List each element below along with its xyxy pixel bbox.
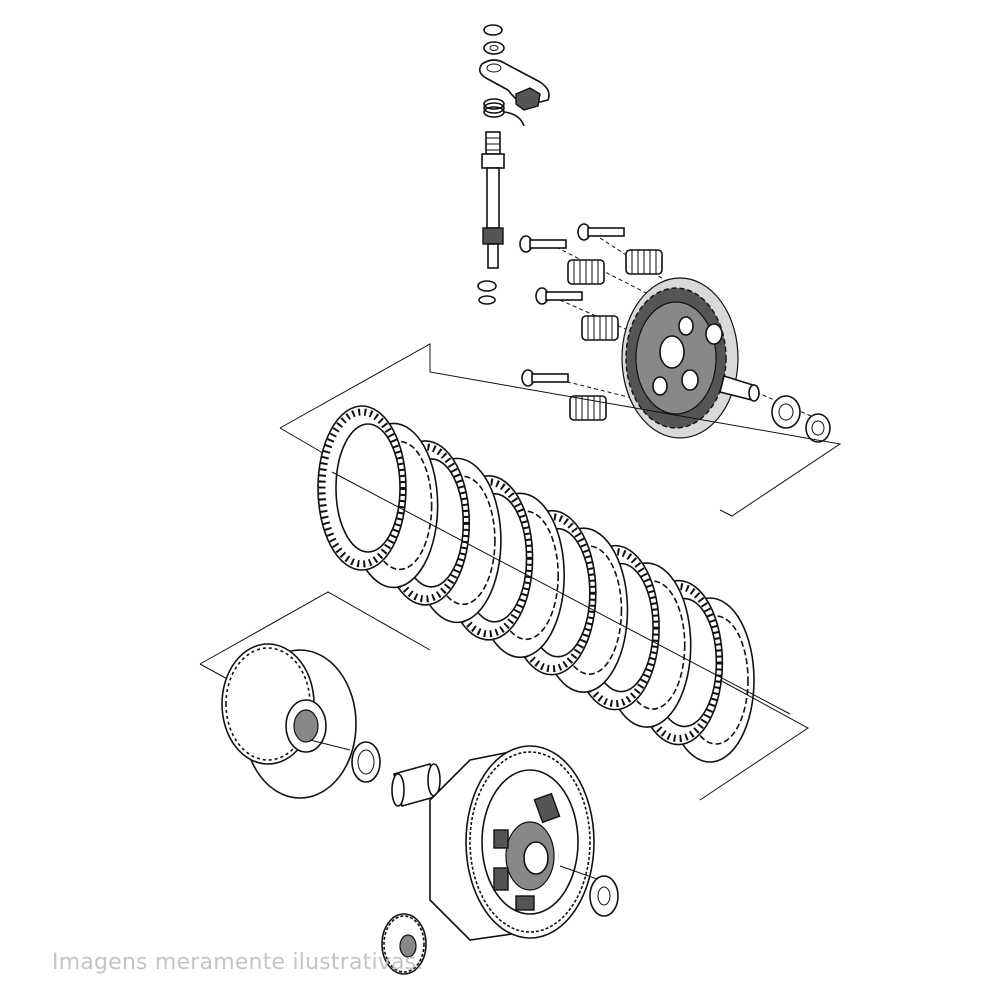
clutch-basket (429, 745, 601, 941)
lifter-pin (719, 374, 760, 402)
clutch-bolts (519, 223, 625, 387)
pressure-plate-assembly (519, 223, 831, 443)
friction-plate (317, 405, 407, 571)
clutch-basket-assembly (199, 591, 809, 975)
nut (771, 395, 801, 429)
clutch-springs (567, 249, 663, 421)
primary-drive-gear (381, 913, 427, 975)
basket-washer (589, 875, 619, 917)
disclaimer-caption: Imagens meramente ilustrativas. (52, 950, 424, 975)
pressure-plate (621, 277, 739, 439)
thrust-washer (351, 741, 381, 783)
lock-washer (805, 413, 831, 443)
release-mechanism (477, 24, 550, 305)
clutch-hub (221, 643, 357, 799)
clutch-plate-stack (279, 343, 842, 763)
plate-axis-line (331, 471, 791, 715)
